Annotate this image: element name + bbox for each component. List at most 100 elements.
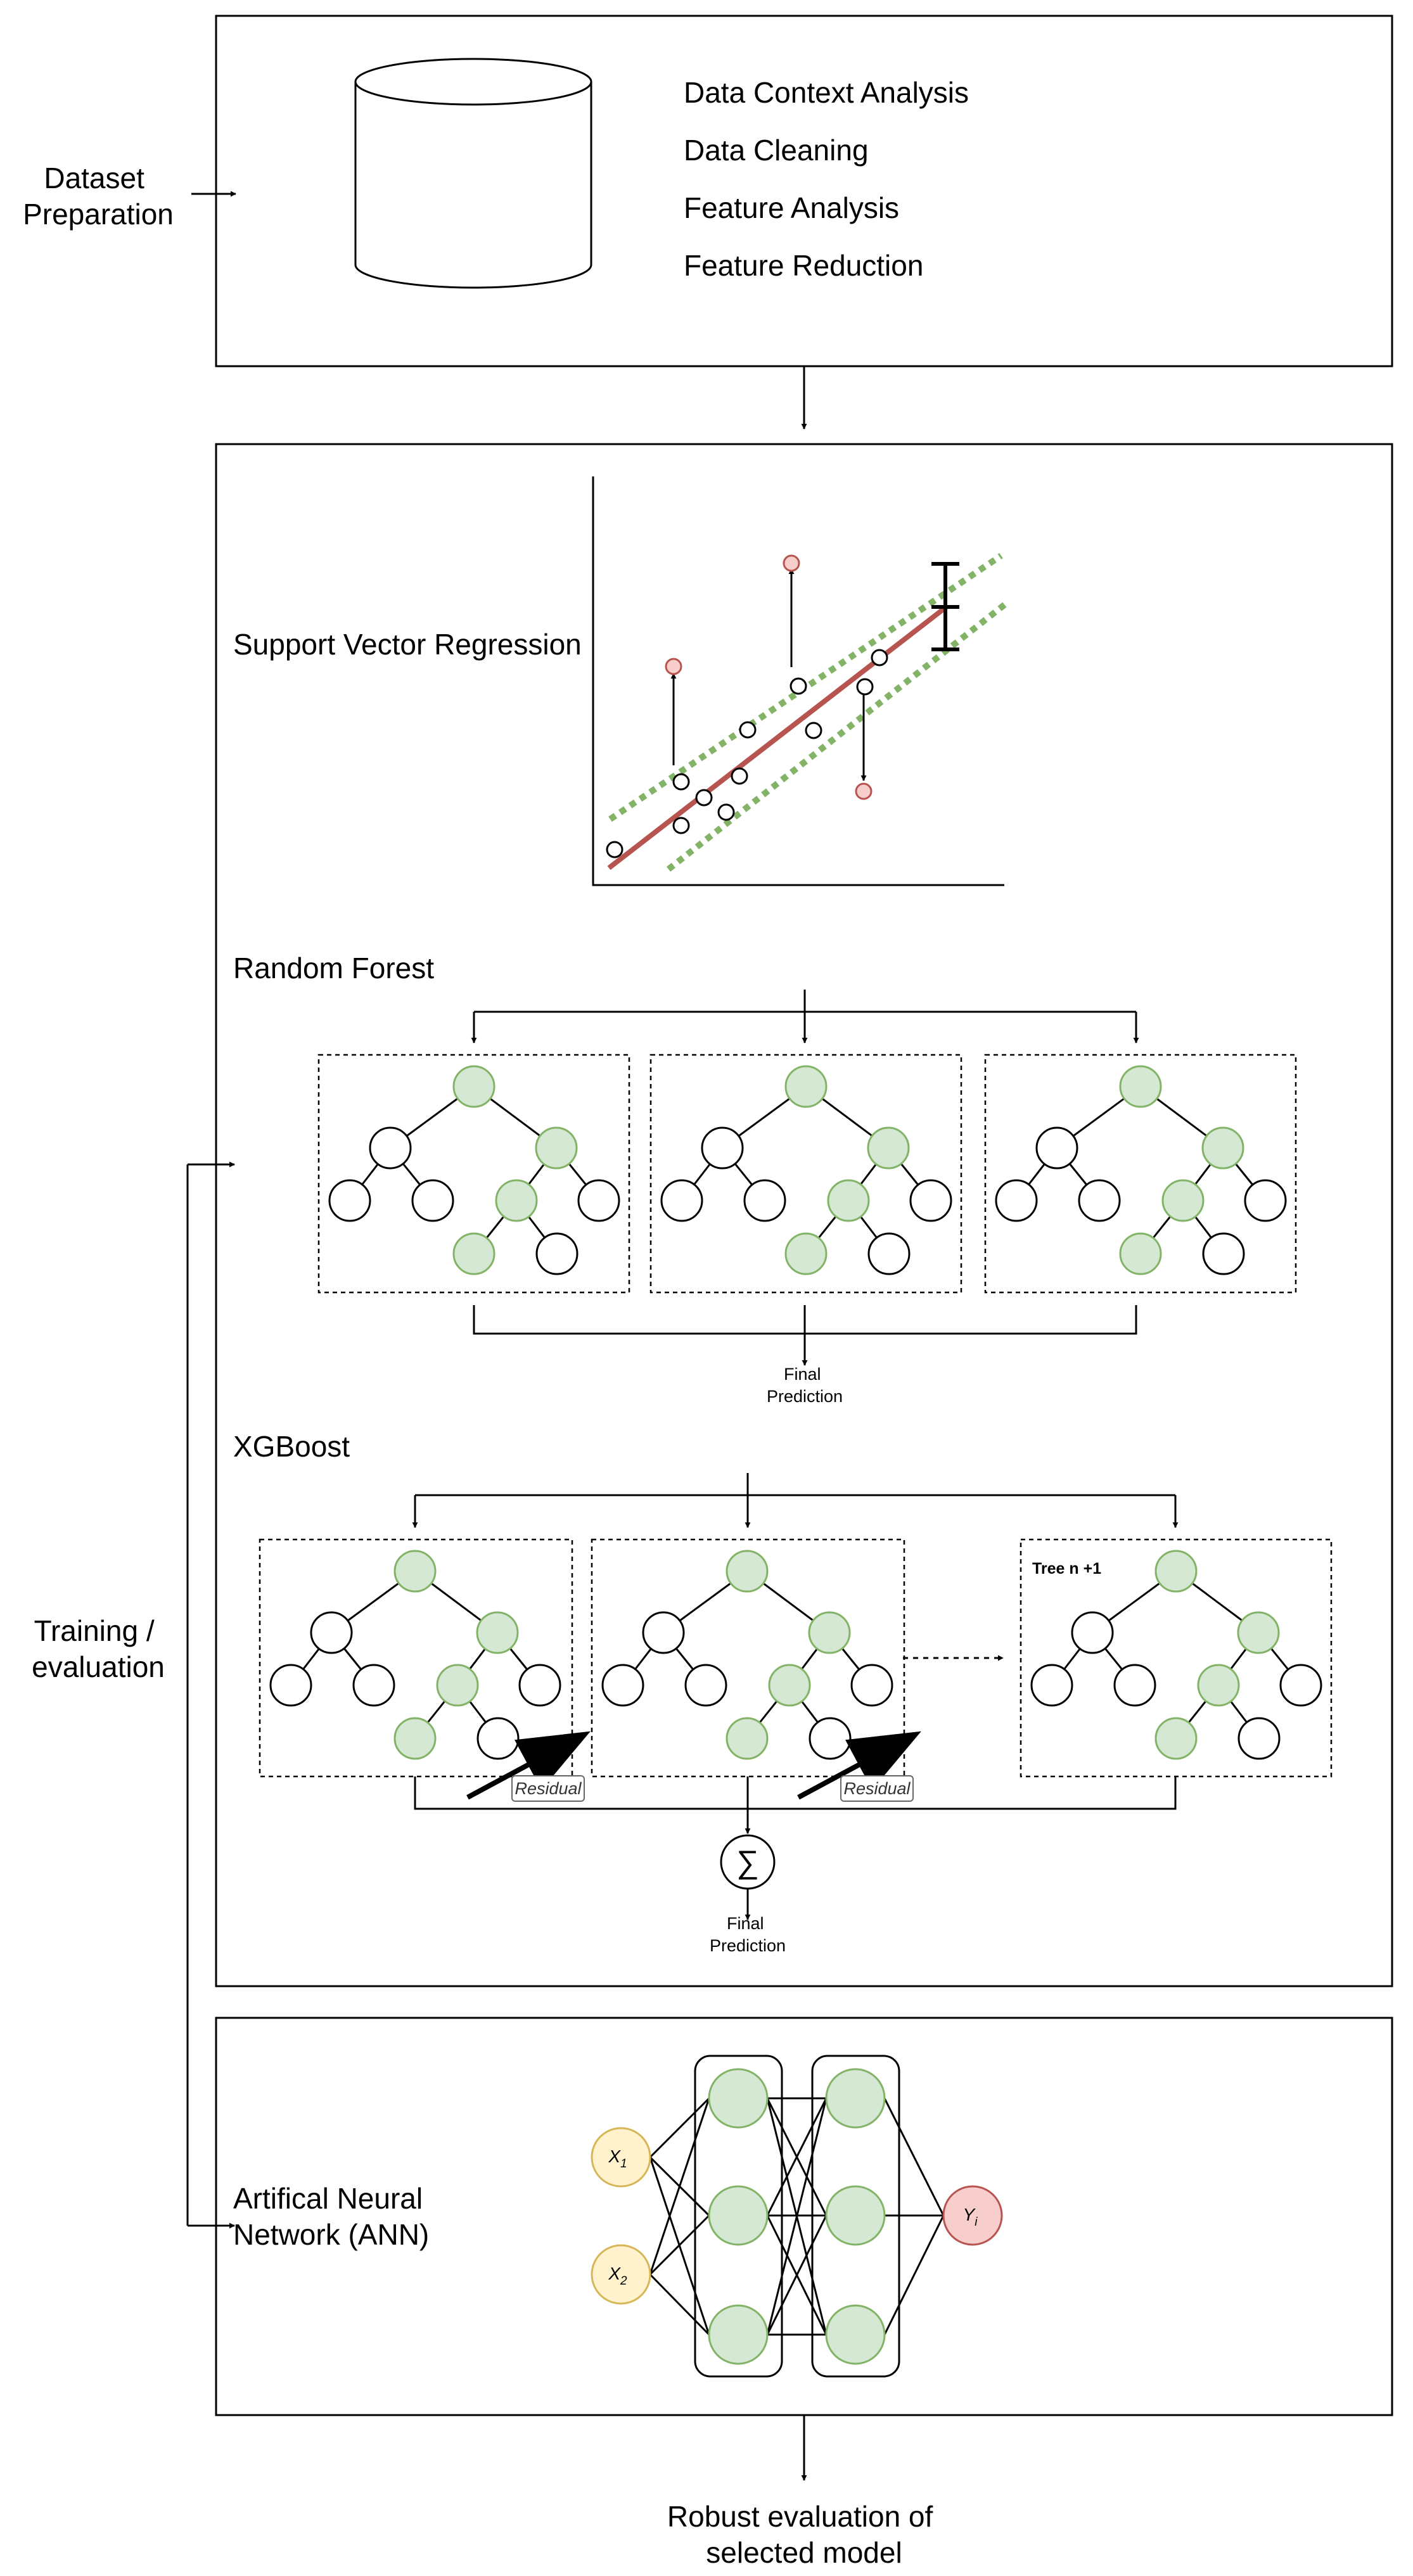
svr-data-points: [606, 649, 888, 858]
tree-node: [1119, 1232, 1162, 1275]
step-data-context-analysis: Data Context Analysis: [684, 76, 969, 109]
tree-node: [1035, 1126, 1078, 1170]
tree-node: [642, 1611, 685, 1654]
xgb-residual-arrow-1: [466, 1731, 591, 1800]
xgb-residual-tag-1: Residual: [511, 1775, 585, 1802]
svr-plot: [592, 476, 1007, 886]
tree-node: [1244, 1179, 1287, 1222]
tree-node: [784, 1065, 828, 1108]
tree-node: [1154, 1550, 1198, 1593]
svg-text:Residual: Residual: [843, 1779, 911, 1798]
ann-edge: [766, 2215, 828, 2335]
xgb-tree-n-plus-1-label: Tree n +1: [1032, 1560, 1101, 1578]
tree-node: [369, 1126, 412, 1170]
tree-node: [768, 1664, 811, 1707]
svg-text:X1: X1: [608, 2146, 627, 2171]
tree-node: [393, 1550, 437, 1593]
ann-hidden-nodes: [708, 2068, 886, 2365]
tree-node: [867, 1232, 911, 1275]
tree-node: [328, 1179, 371, 1222]
rf-tree-3: [984, 1054, 1297, 1294]
rf-tree-frame: [984, 1054, 1297, 1294]
rf-tree-frame: [317, 1054, 630, 1294]
xgb-residual-tag-2: Residual: [840, 1775, 914, 1802]
tree-node: [1161, 1179, 1205, 1222]
rf-split-connectors: [471, 990, 1139, 1043]
tree-node: [1202, 1232, 1245, 1275]
tree-node: [809, 1717, 852, 1760]
tree-node: [1237, 1611, 1280, 1654]
tree-node: [784, 1232, 828, 1275]
random-forest-section: Random Forest Final Prediction: [233, 952, 1297, 1406]
rf-tree-1: [317, 1054, 630, 1294]
xgboost-title: XGBoost: [233, 1430, 350, 1463]
database-cylinder-icon: [354, 58, 592, 289]
ann-connections: [649, 2097, 945, 2336]
tree-node: [909, 1179, 952, 1222]
ann-edge: [766, 2098, 828, 2335]
xgb-residual-arrow-2: [797, 1731, 921, 1800]
conclusion-label: Robust evaluation of selected model: [667, 2500, 941, 2569]
ann-section: Artifical Neural Network (ANN) X1 X2 Y: [233, 2055, 1003, 2378]
ann-edge: [649, 2273, 710, 2336]
svr-outlier-points: [665, 554, 873, 800]
xgb-split-connectors: [412, 1473, 1179, 1528]
xgb-tree-2: [591, 1538, 905, 1778]
tree-node: [518, 1664, 561, 1707]
rf-tree-frame: [649, 1054, 962, 1294]
ann-edge: [649, 2097, 710, 2158]
svg-text:∑: ∑: [736, 1844, 759, 1880]
tree-node: [476, 1611, 519, 1654]
tree-node: [577, 1179, 620, 1222]
tree-node: [1071, 1611, 1114, 1654]
training-bracket: [186, 1161, 235, 2229]
random-forest-title: Random Forest: [233, 952, 434, 985]
tree-node: [476, 1717, 520, 1760]
tree-node: [684, 1664, 727, 1707]
dataset-preparation-section: Dataset Preparation Data Context Analysi…: [23, 15, 1393, 367]
tree-node: [1201, 1126, 1244, 1170]
tree-node: [743, 1179, 786, 1222]
tree-node: [452, 1232, 496, 1275]
ann-edge: [883, 2098, 945, 2216]
xgb-tree-frame: [259, 1538, 573, 1778]
tree-node: [269, 1664, 312, 1707]
svr-title: Support Vector Regression: [233, 628, 582, 661]
tree-node: [827, 1179, 870, 1222]
dataset-preparation-label: Dataset Preparation: [23, 162, 174, 231]
xgb-tree-3: [1020, 1538, 1333, 1778]
tree-node: [1030, 1664, 1073, 1707]
tree-node: [726, 1550, 769, 1593]
svg-text:Yi: Yi: [963, 2205, 978, 2229]
tree-node: [1113, 1664, 1156, 1707]
training-evaluation-label: Training / evaluation: [32, 1614, 165, 1683]
ann-edge: [649, 2214, 710, 2276]
tree-node: [1197, 1664, 1240, 1707]
tree-node: [601, 1664, 644, 1707]
xgb-merge-connectors: [414, 1776, 1177, 1834]
svg-text:X2: X2: [608, 2264, 627, 2288]
rf-final-prediction-label: Final Prediction: [767, 1365, 843, 1406]
tree-node: [535, 1126, 578, 1170]
ann-output-yi: Yi: [942, 2185, 1003, 2246]
tree-node: [1237, 1717, 1281, 1760]
tree-node: [701, 1126, 744, 1170]
tree-node: [352, 1664, 395, 1707]
tree-node: [393, 1717, 437, 1760]
tree-node: [1154, 1717, 1198, 1760]
training-models-box: [215, 443, 1393, 1987]
ann-input-x2: X2: [591, 2244, 651, 2305]
svr-lower-margin: [666, 602, 1007, 872]
xgb-tree-1: [259, 1538, 573, 1778]
svr-regression-line: [607, 603, 950, 870]
tree-node: [1279, 1664, 1322, 1707]
tree-node: [867, 1126, 910, 1170]
tree-node: [1078, 1179, 1121, 1222]
tree-node: [411, 1179, 454, 1222]
tree-node: [310, 1611, 353, 1654]
rf-trees: [317, 1054, 1297, 1294]
xgb-trees: [259, 1538, 1333, 1778]
tree-node: [535, 1232, 579, 1275]
xgboost-section: XGBoost Tree n +1 Residual Residual: [233, 1430, 1333, 1955]
